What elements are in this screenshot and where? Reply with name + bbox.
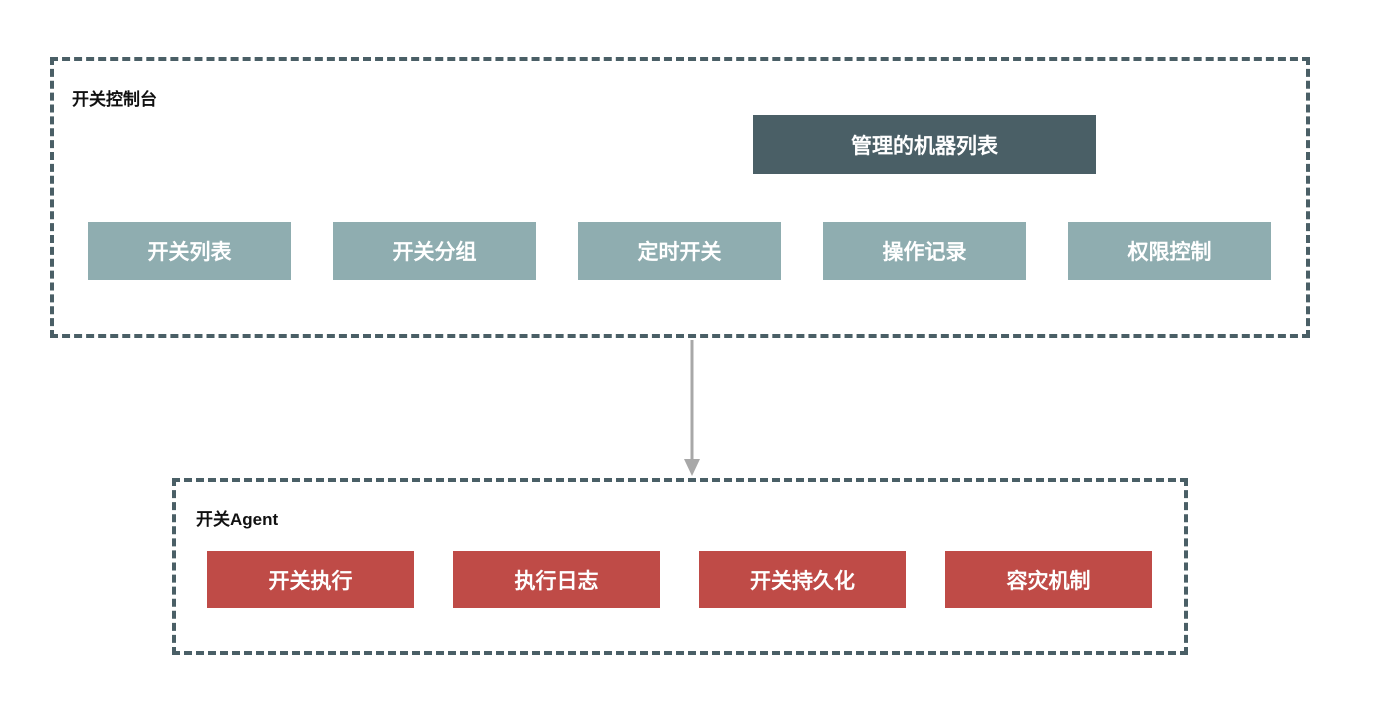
agent-module-execution-log: 执行日志	[453, 551, 660, 608]
agent-group: 开关Agent 开关执行 执行日志 开关持久化 容灾机制	[172, 478, 1188, 655]
console-module-operation-records: 操作记录	[823, 222, 1026, 280]
console-module-label: 开关列表	[147, 241, 232, 264]
machine-list-label: 管理的机器列表	[851, 134, 998, 158]
machine-list-box: 管理的机器列表	[753, 115, 1096, 174]
agent-module-label: 执行日志	[514, 569, 599, 593]
arrow-down-icon	[684, 340, 700, 476]
console-group: 开关控制台 管理的机器列表 开关列表 开关分组 定时开关 操作记录 权限控制	[50, 57, 1310, 338]
agent-module-switch-persistence: 开关持久化	[699, 551, 906, 608]
console-group-label: 开关控制台	[72, 90, 157, 109]
console-module-label: 权限控制	[1127, 241, 1212, 264]
agent-group-label: 开关Agent	[196, 510, 279, 529]
console-module-label: 操作记录	[882, 241, 967, 264]
console-module-permission-control: 权限控制	[1068, 222, 1271, 280]
agent-module-label: 容灾机制	[1006, 569, 1091, 593]
console-module-scheduled-switch: 定时开关	[578, 222, 781, 280]
agent-module-disaster-recovery: 容灾机制	[945, 551, 1152, 608]
console-module-label: 开关分组	[392, 241, 477, 264]
console-module-switch-list: 开关列表	[88, 222, 291, 280]
console-module-label: 定时开关	[637, 241, 722, 264]
console-module-switch-group: 开关分组	[333, 222, 536, 280]
agent-module-label: 开关执行	[268, 569, 353, 593]
agent-module-label: 开关持久化	[750, 569, 855, 593]
agent-module-switch-execution: 开关执行	[207, 551, 414, 608]
